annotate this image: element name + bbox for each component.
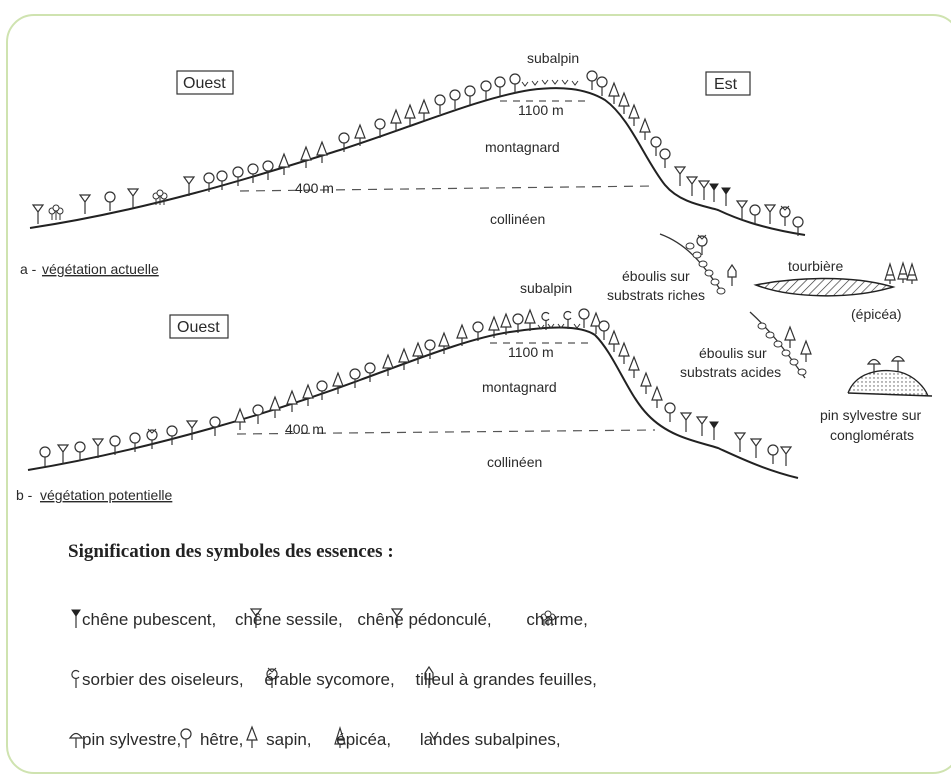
bog-species-label: (épicéa) [851, 306, 902, 322]
trees-b [40, 309, 791, 466]
legend-fir: sapin, [266, 730, 311, 749]
scree-rich-label-2: substrats riches [607, 287, 705, 303]
montagnard-label-b: montagnard [482, 379, 557, 395]
subalpine-heath-a [522, 80, 578, 86]
legend-line-2: sorbier des oiseleurs, érable sycomore, … [74, 670, 597, 690]
pine-label-1: pin sylvestre sur [820, 407, 921, 423]
montagnard-label-a: montagnard [485, 139, 560, 155]
terrain-line-b [28, 327, 798, 478]
inset-bog: tourbière (épicéa) [756, 258, 917, 322]
scree-rich-label-1: éboulis sur [622, 268, 690, 284]
legend-line-1: chêne pubescent, chêne sessile, chêne pé… [74, 610, 588, 630]
altitude-400-a: 400 m [295, 180, 334, 196]
legend-oak-pubescent: chêne pubescent, [82, 610, 216, 629]
scree-acid-label-2: substrats acides [680, 364, 781, 380]
collineen-label-b: collinéen [487, 454, 542, 470]
legend-line-3: pin sylvestre, hêtre, sapin, épicéa, lan… [74, 730, 561, 750]
legend-beech: hêtre, [200, 730, 243, 749]
legend-oak-pedunculate: chêne pédonculé, [357, 610, 491, 629]
vegetation-profiles: Ouest Est subalpin 1100 m montagnard 400… [0, 0, 951, 754]
legend-oak-sessile: chêne sessile, [235, 610, 343, 629]
legend-linden: tilleul à grandes feuilles, [415, 670, 596, 689]
altitude-400-b: 400 m [285, 421, 324, 437]
inset-scree-acid: éboulis sur substrats acides [680, 312, 811, 380]
caption-a: végétation actuelle [42, 261, 159, 277]
inset-pine: pin sylvestre sur conglomérats [820, 357, 932, 444]
collineen-label-a: collinéen [490, 211, 545, 227]
west-label-b: Ouest [177, 319, 220, 336]
west-label-a: Ouest [183, 75, 226, 92]
pine-label-2: conglomérats [830, 427, 914, 443]
legend-hornbeam: charme, [526, 610, 587, 629]
legend-sycamore: érable sycomore, [264, 670, 394, 689]
legend-title: Signification des symboles des essences … [68, 541, 394, 563]
scree-acid-label-1: éboulis sur [699, 345, 767, 361]
profile-b: Ouest subalpin 1100 m montagnard 400 m c… [16, 280, 798, 503]
subalpine-label-a: subalpin [527, 50, 579, 66]
legend-scots-pine: pin sylvestre, [82, 730, 181, 749]
bog-label: tourbière [788, 258, 843, 274]
subalpine-label-b: subalpin [520, 280, 572, 296]
terrain-line-a [30, 88, 805, 235]
caption-prefix-b: b - [16, 487, 33, 503]
trees-a [33, 71, 803, 236]
legend-spruce: épicéa, [336, 730, 391, 749]
legend-rowan: sorbier des oiseleurs, [82, 670, 244, 689]
altitude-1100-b: 1100 m [508, 344, 554, 360]
inset-scree-rich: éboulis sur substrats riches [607, 234, 736, 303]
caption-prefix-a: a - [20, 261, 37, 277]
altitude-1100-a: 1100 m [518, 102, 564, 118]
caption-b: végétation potentielle [40, 487, 173, 503]
east-label-a: Est [714, 76, 738, 93]
legend-subalpine-heath: landes subalpines, [420, 730, 561, 749]
profile-a: Ouest Est subalpin 1100 m montagnard 400… [20, 50, 805, 277]
